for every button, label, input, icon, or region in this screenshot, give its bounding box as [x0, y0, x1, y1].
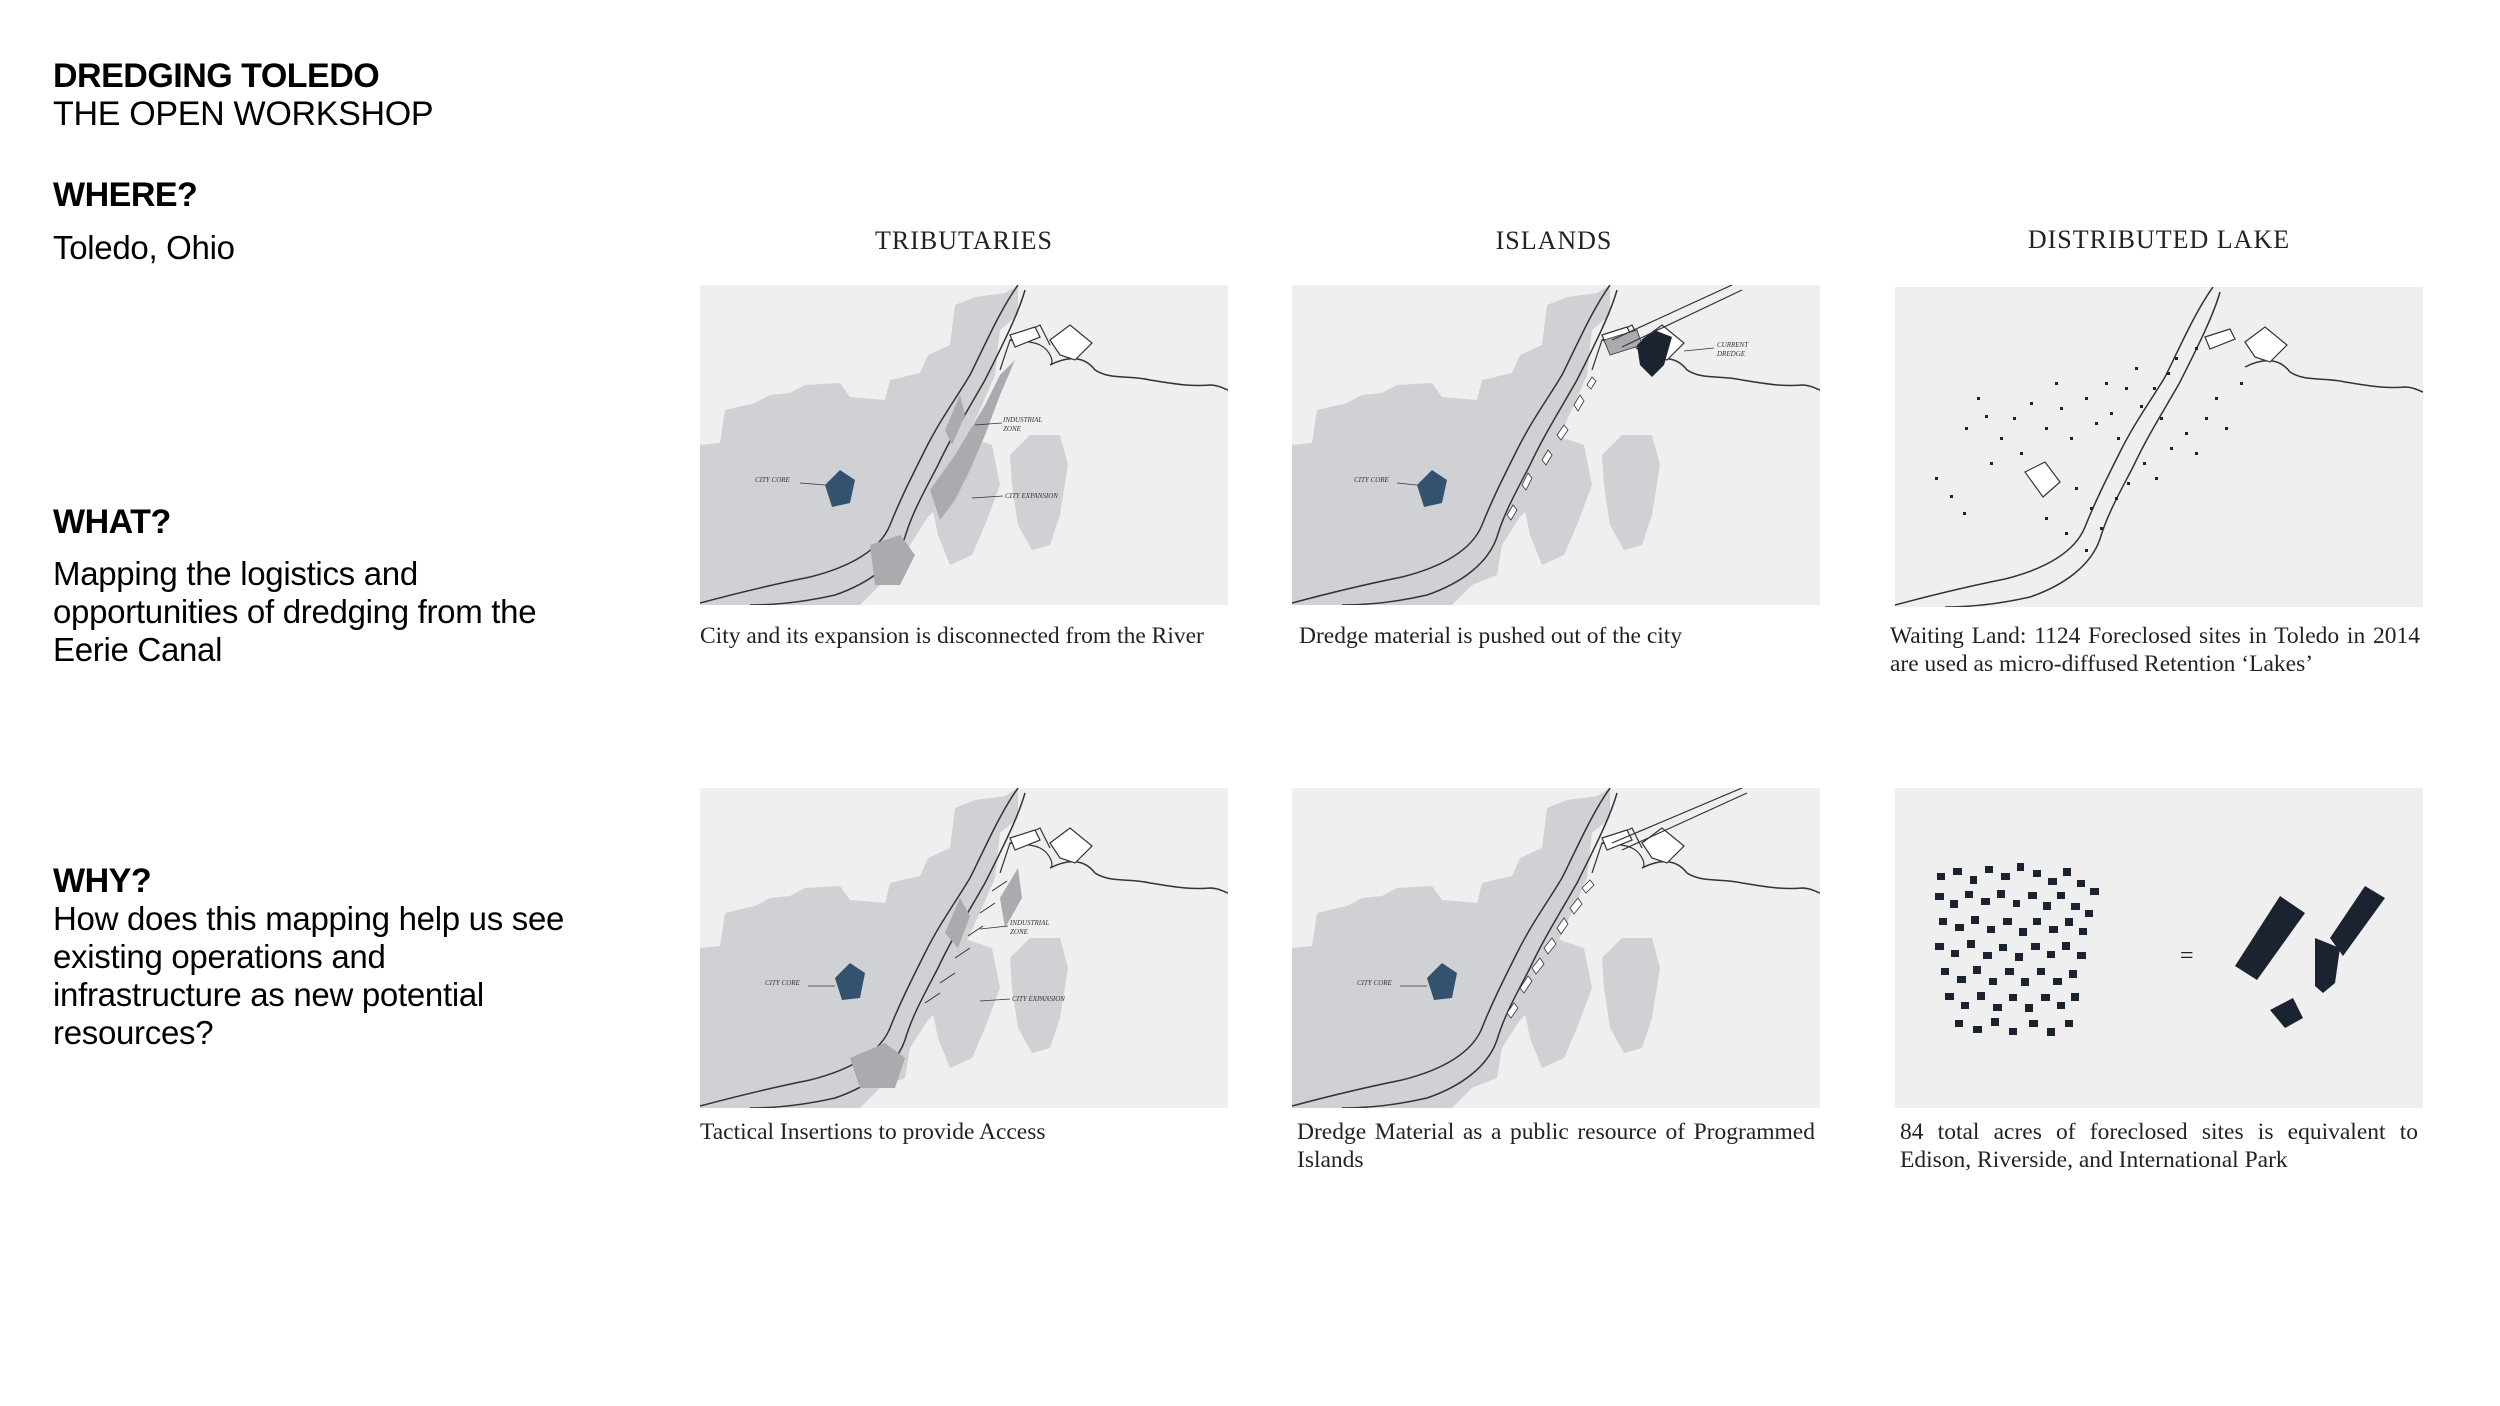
equals-sign: =	[2180, 943, 2194, 969]
why-text: How does this mapping help us see existi…	[53, 900, 564, 1052]
caption-tributaries-1: City and its expansion is disconnected f…	[700, 623, 1204, 649]
column-title-tributaries: TRIBUTARIES	[875, 226, 1053, 255]
foreclosed-sites-cluster	[1935, 863, 2099, 1036]
svg-text:DREDGE: DREDGE	[1716, 350, 1746, 358]
where-heading: WHERE?	[53, 176, 198, 214]
project-subtitle: THE OPEN WORKSHOP	[53, 95, 434, 133]
why-line: How does this mapping help us see	[53, 900, 565, 937]
what-heading: WHAT?	[53, 503, 171, 541]
svg-text:CURRENT: CURRENT	[1717, 341, 1749, 349]
svg-text:ZONE: ZONE	[1003, 425, 1022, 433]
why-line: existing operations and	[53, 938, 386, 975]
what-line: Mapping the logistics and	[53, 555, 418, 592]
caption-islands-2: Dredge Material as a public resource of …	[1297, 1119, 1815, 1173]
caption-distributed-lake-2: 84 total acres of foreclosed sites is eq…	[1900, 1119, 2418, 1173]
map-islands-1: CITY CORE CURRENT DREDGE	[1292, 285, 1820, 605]
svg-text:CITY CORE: CITY CORE	[1354, 476, 1390, 484]
map-tributaries-2: CITY CORE INDUSTRIAL ZONE CITY EXPANSION	[700, 788, 1228, 1108]
what-text: Mapping the logistics and opportunities …	[53, 555, 537, 669]
svg-text:CITY EXPANSION: CITY EXPANSION	[1005, 492, 1058, 500]
parks-shapes	[2235, 886, 2385, 1028]
why-heading: WHY?	[53, 862, 152, 900]
why-line: resources?	[53, 1014, 214, 1051]
svg-text:CITY CORE: CITY CORE	[755, 476, 791, 484]
caption-islands-1: Dredge material is pushed out of the cit…	[1299, 623, 1683, 649]
caption-distributed-lake-1: Waiting Land: 1124 Foreclosed sites in T…	[1890, 623, 2420, 677]
what-line: Eerie Canal	[53, 631, 223, 668]
svg-text:ZONE: ZONE	[1010, 928, 1029, 936]
svg-text:CITY CORE: CITY CORE	[1357, 979, 1393, 987]
project-title: DREDGING TOLEDO	[53, 57, 380, 95]
svg-text:CITY EXPANSION: CITY EXPANSION	[1012, 995, 1065, 1003]
foreclosed-sites-diagram: =	[1895, 788, 2423, 1108]
where-text: Toledo, Ohio	[53, 229, 235, 266]
city-core-shape	[825, 470, 855, 507]
what-line: opportunities of dredging from the	[53, 593, 537, 630]
map-distributed-lake-1	[1895, 287, 2423, 607]
caption-tributaries-2: Tactical Insertions to provide Access	[700, 1119, 1046, 1145]
svg-text:INDUSTRIAL: INDUSTRIAL	[1009, 919, 1049, 927]
column-title-islands: ISLANDS	[1495, 226, 1613, 255]
svg-text:CITY CORE: CITY CORE	[765, 979, 801, 987]
column-title-distributed-lake: DISTRIBUTED LAKE	[2027, 225, 2291, 254]
map-islands-2: CITY CORE	[1292, 788, 1820, 1108]
svg-text:INDUSTRIAL: INDUSTRIAL	[1002, 416, 1042, 424]
why-line: infrastructure as new potential	[53, 976, 484, 1013]
map-tributaries-1: CITY CORE INDUSTRIAL ZONE CITY EXPANSION	[700, 285, 1228, 605]
